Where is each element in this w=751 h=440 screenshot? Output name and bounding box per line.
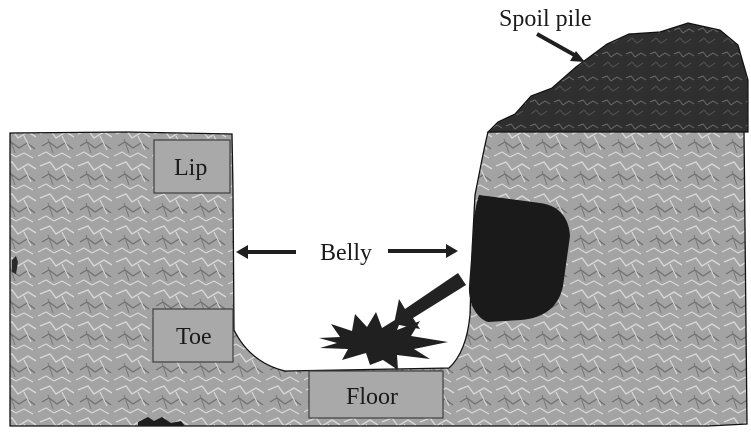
spoil-pile-annotation: Spoil pile xyxy=(499,6,592,62)
lip-label: Lip xyxy=(174,155,207,181)
toe-annotation: Toe xyxy=(153,309,233,362)
toe-label: Toe xyxy=(176,324,212,350)
belly-right-arrow-head-icon xyxy=(446,244,458,258)
spoil-pile-mass xyxy=(488,23,748,132)
blast-arrow-icon xyxy=(394,273,466,329)
spoil-pile-label: Spoil pile xyxy=(499,6,592,32)
lip-annotation: Lip xyxy=(154,140,230,193)
blast-group xyxy=(319,273,466,370)
spoil-pile-group xyxy=(488,23,748,132)
floor-annotation: Floor xyxy=(309,371,443,418)
belly-label: Belly xyxy=(320,240,372,266)
belly-dark-region xyxy=(469,195,570,322)
blast-burst-icon xyxy=(319,312,448,370)
belly-dark-region-group xyxy=(469,195,570,322)
belly-left-arrow-head-icon xyxy=(236,245,248,259)
belly-annotation: Belly xyxy=(236,240,458,266)
spoil-pile-arrow-line xyxy=(537,34,578,57)
floor-label: Floor xyxy=(346,384,398,410)
